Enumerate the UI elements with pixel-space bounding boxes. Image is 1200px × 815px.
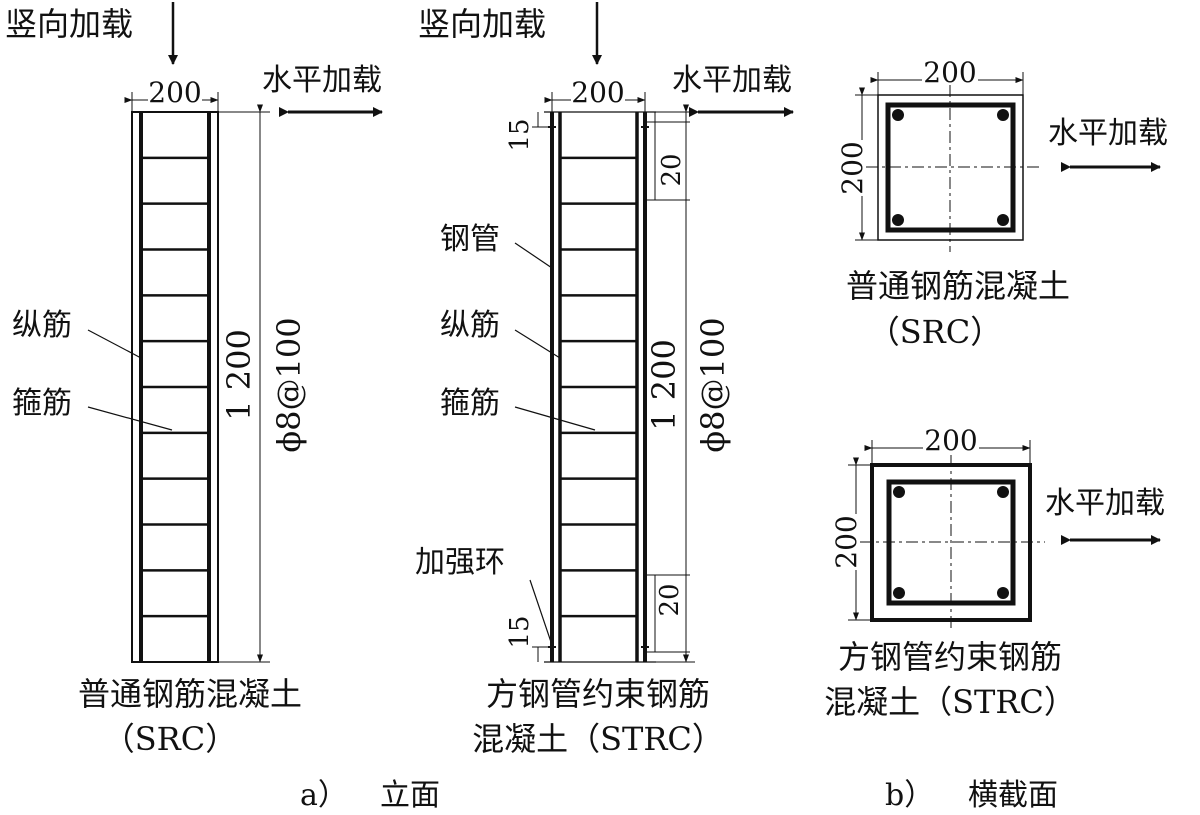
strc-section-caption-line2: 混凝土（STRC） [824,683,1076,721]
src-section-bar [892,214,904,226]
src-stirrups [141,156,209,618]
strc-section-caption-line1: 方钢管约束钢筋 [838,638,1062,676]
src-horizontal-load-label: 水平加载 [262,63,382,98]
strc-bottom-offset-text: 15 [505,615,535,648]
strc-section-width-dim-text: 200 [924,424,977,457]
strc-height-dim-text: 1 200 [645,339,683,431]
src-section-bar [892,109,904,121]
strc-elevation-caption-line1: 方钢管约束钢筋 [486,675,710,713]
strc-stiffening-ring-label: 加强环 [415,545,505,580]
strc-longitudinal-bar-leader [514,329,561,359]
src-section-height-dim-text: 200 [836,141,869,194]
subfigure-a-letter: a） [300,778,348,813]
strc-section-bar [893,486,905,498]
subfigure-b-title: 横截面 [968,778,1058,813]
strc-longitudinal-bar-label: 纵筋 [440,308,500,343]
strc-section-bar [997,587,1009,599]
src-height-dim-text: 1 200 [220,329,258,421]
strc-stirrup-label: 箍筋 [440,386,500,421]
src-section-bar [997,109,1009,121]
strc-top-gap-text: 20 [657,153,687,186]
src-section-caption-line1: 普通钢筋混凝土 [846,267,1070,305]
src-longitudinal-bar-label: 纵筋 [12,308,72,343]
strc-bottom-gap-text: 20 [655,583,685,616]
strc-section: 200 200 水平加载 方钢管约束钢筋 混凝土（STRC） [824,424,1165,721]
subfigure-b-letter: b） [885,778,934,813]
subfigure-a-title: 立面 [380,778,440,813]
src-section: 200 200 水平加载 普通钢筋混凝土 （SRC） [836,56,1168,351]
src-width-dim-text: 200 [148,76,201,109]
src-section-caption-line2: （SRC） [868,313,1003,351]
src-elevation-caption-line1: 普通钢筋混凝土 [78,675,302,713]
strc-top-offset-text: 15 [505,118,535,151]
src-elevation-caption-line2: （SRC） [103,720,238,758]
strc-steel-tube-label: 钢管 [440,222,500,257]
src-section-bar [997,214,1009,226]
strc-width-dim-text: 200 [571,76,624,109]
strc-vertical-load-label: 竖向加载 [418,5,546,43]
src-column-outline [131,111,219,663]
strc-section-bar [893,587,905,599]
src-elevation: 竖向加载 水平加载 200 1 200 ϕ8@100 纵筋 箍筋 普通钢筋混凝土… [5,2,383,758]
strc-section-height-dim-text: 200 [830,515,863,568]
strc-elevation: 竖向加载 水平加载 200 15 15 [415,2,794,758]
src-section-horizontal-load-label: 水平加载 [1048,116,1168,151]
strc-elevation-caption-line2: 混凝土（STRC） [472,720,724,758]
strc-stiffening-ring-leader [529,579,553,646]
strc-section-bar [997,486,1009,498]
strc-steel-tube-leader [514,242,553,269]
strc-horizontal-load-label: 水平加载 [672,63,792,98]
src-vertical-load-label: 竖向加载 [5,5,133,43]
strc-stirrup-spec: ϕ8@100 [694,317,732,452]
src-stirrup-leader [87,406,173,431]
strc-stirrup-leader [514,406,596,431]
src-longitudinal-bar-leader [87,329,142,359]
src-stirrup-label: 箍筋 [12,386,72,421]
strc-stirrups [560,156,637,618]
strc-section-horizontal-load-label: 水平加载 [1045,486,1165,521]
src-stirrup-spec: ϕ8@100 [270,317,308,452]
src-section-width-dim-text: 200 [923,56,976,89]
